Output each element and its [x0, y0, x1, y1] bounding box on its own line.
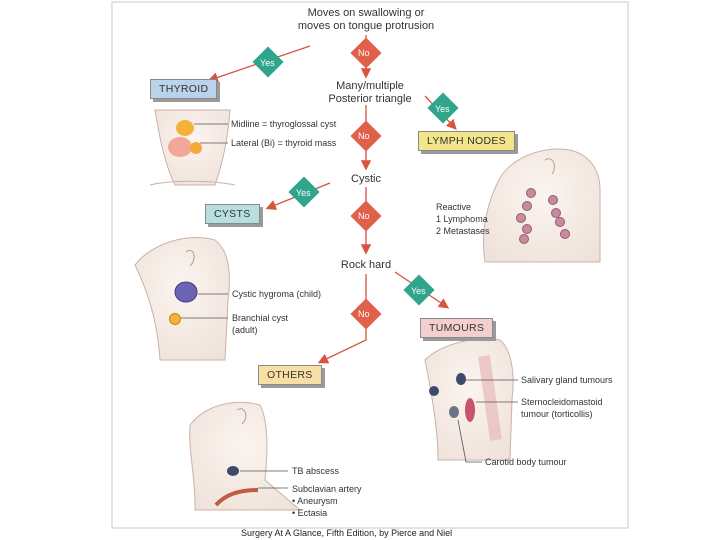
branchial-cyst-marker: [169, 313, 181, 325]
yes-label: Yes: [260, 58, 275, 68]
thyroglossal-cyst-marker: [176, 120, 194, 136]
decision-swallowing-line2: moves on tongue protrusion: [297, 20, 435, 32]
cysts-neck-illustration: [134, 237, 230, 361]
no-label: No: [358, 48, 370, 58]
no-branch-others-arrow: [317, 326, 367, 364]
no-label: No: [358, 211, 370, 221]
label-branchial-cyst-adult: (adult): [232, 325, 258, 335]
yes-diamond-3: [288, 176, 320, 208]
yes-label: Yes: [411, 286, 426, 296]
label-thyroglossal-cyst: Midline = thyroglossal cyst: [231, 119, 337, 129]
no-diamond-4: [350, 298, 382, 330]
decision-rock-hard: Rock hard: [340, 259, 392, 271]
decision-posterior-line1: Many/multiple: [336, 80, 404, 92]
decision-swallowing: Moves on swallowing or moves on tongue p…: [286, 7, 446, 33]
label-carotid-body: Carotid body tumour: [485, 457, 567, 467]
no-diamond-1: [350, 37, 382, 69]
no-diamond-2: [350, 120, 382, 152]
others-neck-illustration: [189, 401, 302, 511]
salivary-gland-marker: [456, 373, 466, 385]
cystic-hygroma-marker: [174, 281, 198, 303]
label-metastases: 2 Metastases: [436, 226, 490, 236]
decision-posterior-triangle: Many/multiple Posterior triangle: [310, 80, 430, 106]
yes-diamond-2: [427, 92, 459, 124]
figure-frame: [111, 1, 629, 529]
thyroid-mass-marker: [190, 142, 202, 154]
source-credit: Surgery At A Glance, Fifth Edition, by P…: [241, 528, 453, 538]
sternocleidomastoid-marker: [465, 398, 475, 422]
decision-cystic: Cystic: [351, 173, 381, 185]
label-sternocleidomastoid: Sternocleidomastoid: [521, 397, 603, 407]
label-reactive: Reactive: [436, 202, 472, 212]
label-aneurysm: • Aneurysm: [292, 496, 338, 506]
label-salivary-gland: Salivary gland tumours: [521, 375, 613, 385]
decision-posterior-line2: Posterior triangle: [328, 93, 412, 105]
tb-abscess-marker: [227, 466, 239, 476]
lymph-neck-illustration: [482, 148, 601, 263]
yes-label: Yes: [435, 104, 450, 114]
label-ectasia: • Ectasia: [292, 508, 328, 518]
yes-diamond-1: [252, 46, 284, 78]
label-cystic-hygroma: Cystic hygroma (child): [232, 289, 322, 299]
no-label: No: [358, 131, 370, 141]
label-thyroid-mass: Lateral (Bi) = thyroid mass: [231, 138, 337, 148]
category-others: OTHERS: [258, 365, 322, 385]
no-diamond-3: [350, 200, 382, 232]
label-lymphoma: 1 Lymphoma: [436, 214, 488, 224]
carotid-body-marker: [449, 406, 459, 418]
decision-swallowing-line1: Moves on swallowing or: [307, 7, 425, 19]
no-label: No: [358, 309, 370, 319]
category-lymph-nodes: LYMPH NODES: [418, 131, 515, 151]
tumours-neck-illustration: [424, 338, 518, 463]
yes-label: Yes: [296, 188, 311, 198]
subclavian-artery-marker: [214, 488, 259, 507]
category-cysts: CYSTS: [205, 204, 260, 224]
category-tumours: TUMOURS: [420, 318, 494, 338]
label-branchial-cyst: Branchial cyst: [232, 313, 289, 323]
category-thyroid: THYROID: [150, 79, 218, 99]
yes-diamond-4: [403, 274, 435, 306]
thyroid-neck-illustration: [149, 109, 236, 186]
label-tb-abscess: TB abscess: [292, 466, 340, 476]
label-torticollis: tumour (torticollis): [521, 409, 593, 419]
label-subclavian-artery: Subclavian artery: [292, 484, 362, 494]
